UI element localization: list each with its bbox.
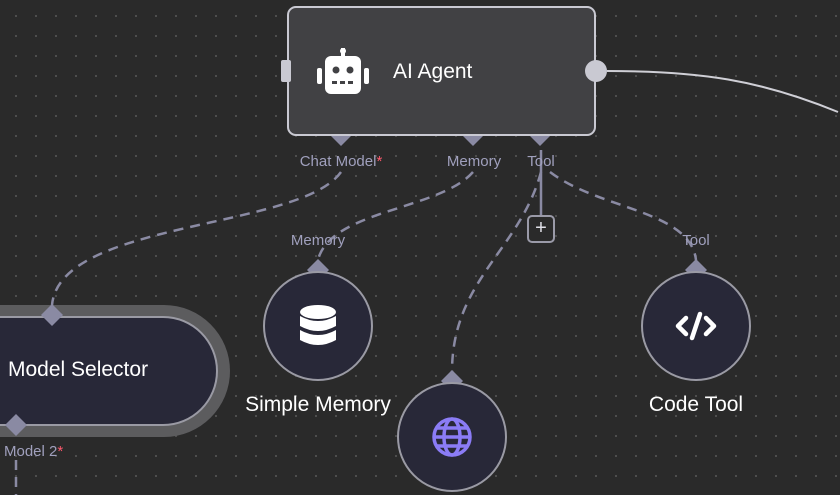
- tool-label: Tool: [527, 153, 555, 170]
- robot-icon: [313, 48, 373, 101]
- globe-icon: [432, 417, 472, 457]
- code-icon: [675, 311, 717, 341]
- input-handle[interactable]: [281, 60, 291, 82]
- simple-memory-node[interactable]: [263, 271, 373, 381]
- http-tool-node[interactable]: [397, 382, 507, 492]
- chat-model-label: Chat Model*: [299, 153, 383, 170]
- edge-tool-code: [549, 171, 698, 261]
- edge-memory: [316, 171, 474, 261]
- ai-agent-node[interactable]: AI Agent: [287, 6, 596, 136]
- add-tool-button[interactable]: +: [527, 215, 555, 243]
- edge-tool-http: [450, 171, 543, 373]
- model-2-label: Model 2*: [4, 443, 64, 460]
- edge-chat-model: [50, 171, 343, 306]
- output-handle[interactable]: [585, 60, 607, 82]
- node-title: Code Tool: [648, 393, 744, 416]
- main-output-edge: [606, 70, 839, 113]
- memory-label: Memory: [446, 153, 502, 170]
- model-selector-node[interactable]: [0, 316, 218, 426]
- tool-output-label: Tool: [682, 232, 710, 249]
- node-title: Simple Memory: [245, 393, 391, 416]
- node-title: Model Selector: [8, 358, 149, 381]
- code-tool-node[interactable]: [641, 271, 751, 381]
- model-selector-output-handle[interactable]: [36, 300, 68, 332]
- node-title: AI Agent: [393, 60, 473, 83]
- database-icon: [300, 305, 336, 345]
- model-2-handle[interactable]: [0, 410, 32, 442]
- memory-output-label: Memory: [290, 232, 346, 249]
